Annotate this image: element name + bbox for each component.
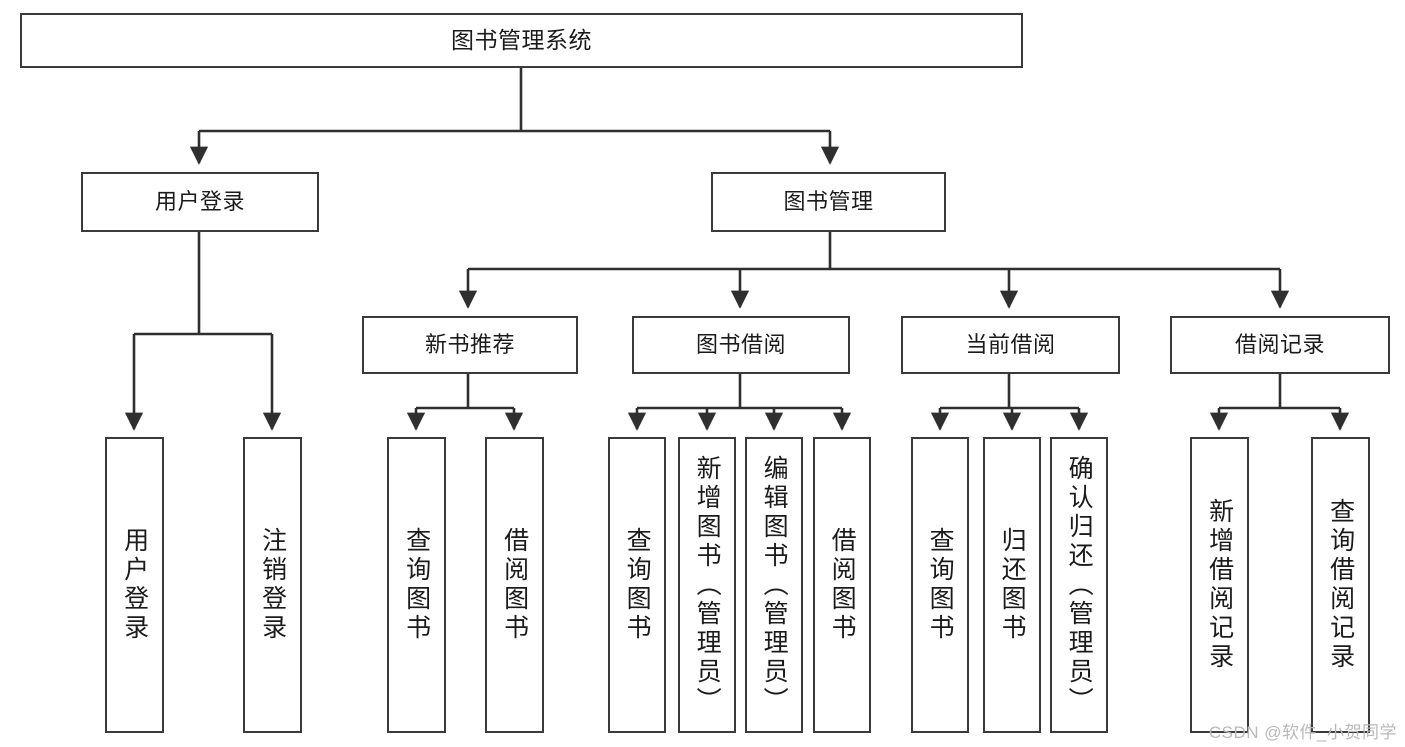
watermark: CSDN @软件_小贺同学 <box>1208 723 1397 742</box>
node-label: 借阅记录 <box>1234 332 1325 358</box>
node-current-borrowing[interactable]: 当前借阅 <box>901 316 1120 374</box>
node-label: 归还图书 <box>998 527 1027 643</box>
node-label: 用户登录 <box>120 527 149 643</box>
node-book-management[interactable]: 图书管理 <box>711 172 946 232</box>
node-label: 当前借阅 <box>965 332 1056 358</box>
node-label: 新增图书（管理员） <box>693 454 722 716</box>
leaf-return-book[interactable]: 归还图书 <box>983 437 1041 733</box>
leaf-borrow-book-1[interactable]: 借阅图书 <box>485 437 544 733</box>
leaf-query-book-2[interactable]: 查询图书 <box>608 437 666 733</box>
leaf-query-book-1[interactable]: 查询图书 <box>387 437 446 733</box>
node-label: 查询借阅记录 <box>1326 498 1355 672</box>
leaf-logout[interactable]: 注销登录 <box>243 437 302 733</box>
node-book-borrowing[interactable]: 图书借阅 <box>632 316 850 374</box>
node-label: 借阅图书 <box>828 527 857 643</box>
leaf-query-book-3[interactable]: 查询图书 <box>911 437 969 733</box>
node-label: 新书推荐 <box>424 332 515 358</box>
leaf-add-book-admin[interactable]: 新增图书（管理员） <box>678 437 736 733</box>
node-label: 查询图书 <box>926 527 955 643</box>
node-label: 图书管理 <box>783 189 874 215</box>
node-label: 注销登录 <box>258 527 287 643</box>
node-user-login[interactable]: 用户登录 <box>81 172 319 232</box>
node-label: 图书管理系统 <box>451 26 592 53</box>
node-borrow-records[interactable]: 借阅记录 <box>1170 316 1390 374</box>
leaf-confirm-return[interactable]: 确认归还（管理员） <box>1050 437 1108 733</box>
leaf-add-record[interactable]: 新增借阅记录 <box>1190 437 1249 733</box>
leaf-user-login[interactable]: 用户登录 <box>105 437 164 733</box>
node-new-book-recommendation[interactable]: 新书推荐 <box>362 316 578 374</box>
node-label: 查询图书 <box>623 527 652 643</box>
node-label: 新增借阅记录 <box>1205 498 1234 672</box>
node-label: 编辑图书（管理员） <box>760 454 789 716</box>
node-root-system[interactable]: 图书管理系统 <box>20 13 1023 68</box>
leaf-edit-book-admin[interactable]: 编辑图书（管理员） <box>745 437 803 733</box>
node-label: 借阅图书 <box>500 527 529 643</box>
node-label: 用户登录 <box>154 189 245 215</box>
node-label: 查询图书 <box>402 527 431 643</box>
node-label: 图书借阅 <box>695 332 786 358</box>
leaf-borrow-book-2[interactable]: 借阅图书 <box>813 437 871 733</box>
leaf-query-record[interactable]: 查询借阅记录 <box>1311 437 1370 733</box>
node-label: 确认归还（管理员） <box>1065 454 1094 716</box>
